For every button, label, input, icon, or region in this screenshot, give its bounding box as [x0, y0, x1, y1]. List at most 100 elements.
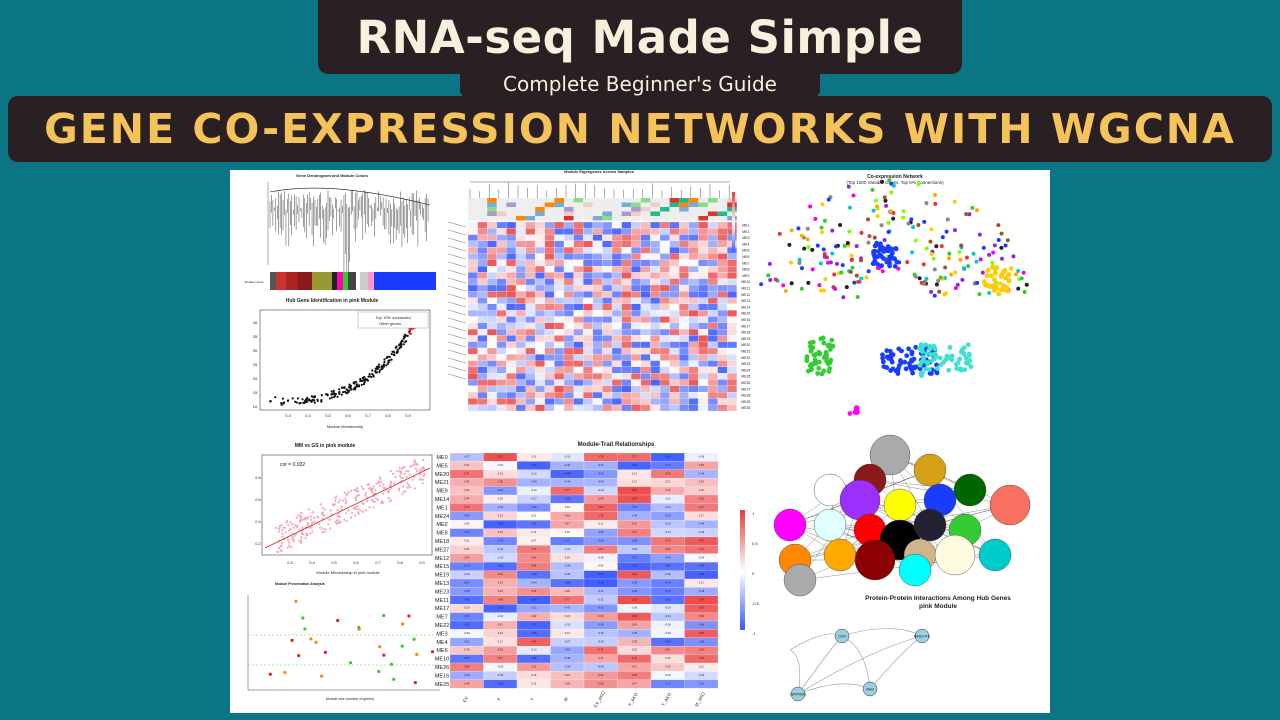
trait-colorbar — [740, 561, 745, 564]
figure-label: 0.18 — [565, 614, 571, 618]
heat-cell — [487, 322, 497, 330]
heat-annotation — [592, 207, 603, 212]
heat-cell — [621, 240, 632, 248]
heat-cell — [573, 354, 584, 361]
heat-cell — [659, 341, 670, 349]
hub-point — [404, 334, 407, 337]
network-node — [987, 252, 992, 257]
figure-label: -0.86 — [531, 631, 537, 635]
network-node — [825, 361, 831, 367]
trait-colorbar — [740, 615, 745, 618]
figure-label: ME23 — [435, 589, 449, 595]
heat-cell — [650, 278, 661, 286]
heat-cell — [583, 322, 593, 330]
heat-annotation — [621, 202, 632, 207]
network-node — [799, 266, 804, 271]
network-node — [809, 366, 814, 372]
heat-cell — [659, 240, 670, 248]
heat-cell — [477, 347, 488, 355]
mmgs-point — [288, 529, 291, 532]
heat-annotation — [468, 211, 478, 216]
figure-label: ME25 — [741, 375, 750, 379]
mmgs-point — [311, 511, 314, 514]
network-node — [871, 208, 876, 213]
heat-cell — [631, 310, 641, 317]
network-node — [879, 253, 884, 259]
heat-cell — [688, 259, 699, 267]
figure-label: -0.64 — [698, 623, 704, 627]
heat-row-dendro — [447, 269, 467, 276]
heat-cell — [717, 392, 728, 399]
heat-cell — [707, 303, 718, 311]
figure-label: 0.32 — [464, 488, 470, 492]
heat-cell — [573, 228, 584, 235]
figure-label: 0.16 — [565, 555, 571, 559]
ppi-node — [839, 479, 881, 521]
heat-cell — [554, 398, 565, 405]
heat-cell — [659, 303, 670, 311]
heat-annotation — [698, 211, 708, 216]
figure-label: ME20 — [435, 472, 449, 478]
mmgs-point — [287, 539, 290, 542]
hub-point — [348, 383, 351, 386]
figure-label: Top 10% connected — [375, 315, 410, 320]
heat-cell — [506, 398, 517, 405]
mmgs-point — [323, 508, 326, 511]
mmgs-point — [291, 537, 294, 540]
heat-cell — [679, 297, 689, 304]
network-node — [944, 356, 950, 361]
network-node — [917, 362, 923, 368]
heat-cell — [698, 259, 709, 267]
mmgs-point — [317, 522, 320, 526]
figure-label: -0.29 — [497, 673, 503, 677]
figure-label: -0.06 — [464, 631, 470, 635]
heat-legend — [732, 216, 735, 219]
heat-cell — [640, 247, 651, 254]
heat-cell — [554, 259, 565, 267]
heat-cell — [698, 341, 709, 349]
figure-label: 0.75 — [598, 648, 604, 652]
heat-cell — [640, 398, 651, 405]
heat-cell — [554, 284, 565, 292]
hub-point — [324, 393, 328, 396]
heat-cell — [563, 221, 574, 229]
network-node — [921, 262, 926, 267]
heat-cell — [535, 259, 545, 267]
heat-cell — [640, 360, 651, 368]
mmgs-point — [422, 467, 426, 470]
hub-point — [390, 352, 393, 356]
mmgs-point — [387, 496, 390, 500]
mmgs-point — [421, 478, 424, 481]
heat-cell — [717, 247, 728, 254]
heat-annotation — [631, 202, 641, 207]
figure-label: cor = 0.932 — [280, 462, 305, 468]
heat-cell — [659, 360, 670, 368]
heat-cell — [679, 392, 689, 399]
heat-cell — [727, 392, 737, 399]
network-node — [923, 366, 929, 372]
ppi-hub-edge — [869, 635, 923, 690]
network-node — [938, 275, 943, 280]
heat-cell — [592, 278, 603, 286]
mmgs-point — [321, 531, 324, 534]
heat-cell — [563, 259, 574, 267]
mmgs-point — [357, 494, 360, 497]
heat-annotation — [554, 198, 564, 203]
hub-point — [332, 391, 335, 394]
heat-cell — [477, 398, 488, 405]
figure-label: 0.52 — [531, 665, 537, 669]
pres-point — [401, 622, 405, 626]
heat-cell — [525, 234, 536, 241]
heat-cell — [563, 392, 574, 399]
figure-label: ME5 — [436, 463, 447, 469]
heat-cell — [573, 259, 584, 267]
heat-cell — [467, 385, 478, 393]
pres-point — [407, 614, 411, 618]
heat-cell — [573, 373, 584, 380]
figure-label: NADH-ITS — [914, 635, 931, 639]
network-node — [865, 217, 870, 222]
figure-label: -0.77 — [564, 539, 570, 543]
figure-label: 1 — [752, 511, 755, 516]
heat-cell — [679, 347, 689, 355]
heat-cell — [554, 297, 565, 304]
